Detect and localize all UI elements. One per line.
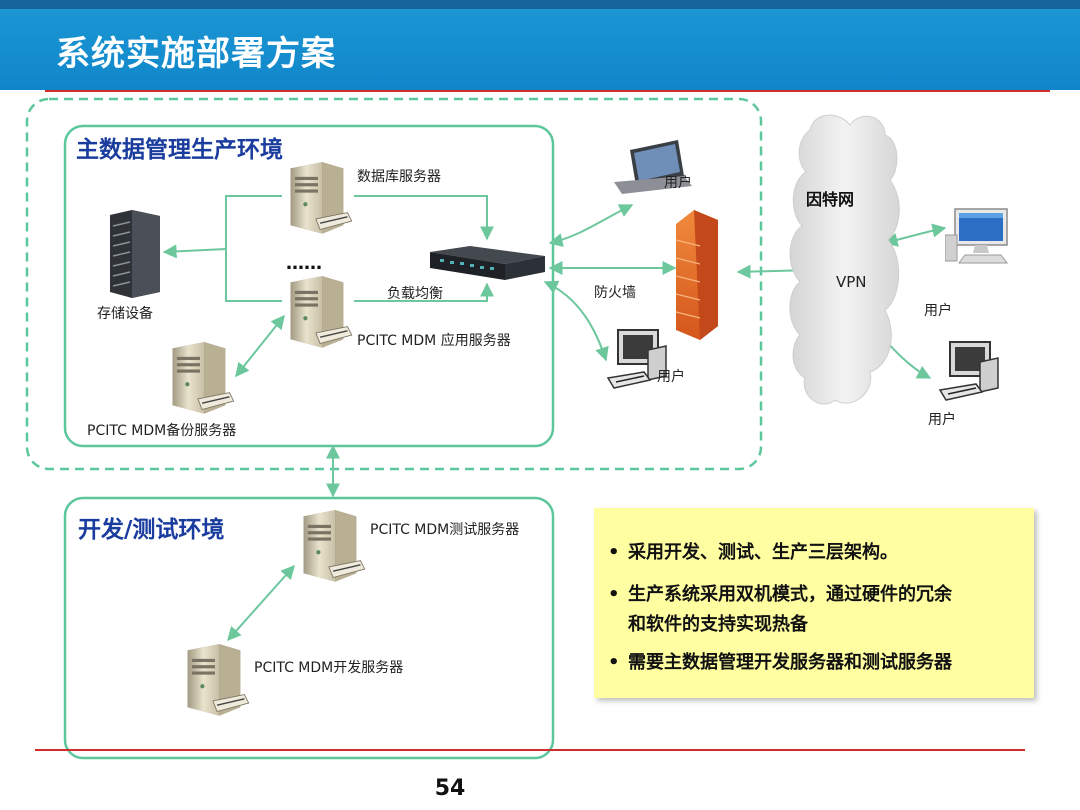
db-server-icon — [289, 161, 353, 235]
laptop-icon — [614, 140, 692, 194]
page-number: 54 — [434, 776, 466, 801]
link-lb-desktop — [543, 280, 609, 362]
key-point-3: •需要主数据管理开发服务器和测试服务器 — [608, 652, 952, 673]
production-env-title: 主数据管理生产环境 — [76, 136, 283, 163]
link-lb-laptop — [548, 204, 634, 247]
link-test-dev — [227, 564, 295, 642]
title-bar-top-stripe — [0, 0, 1080, 9]
dev-server-label: PCITC MDM开发服务器 — [254, 660, 403, 676]
page-title: 系统实施部署方案 — [56, 34, 336, 74]
backup-server-label: PCITC MDM备份服务器 — [87, 422, 236, 439]
link-db-to-lb — [354, 195, 494, 241]
db-server-label: 数据库服务器 — [357, 169, 441, 185]
laptop-user-label: 用户 — [664, 174, 692, 191]
internet-cloud-icon — [789, 114, 900, 405]
link-servers-bracket — [225, 195, 282, 302]
firewall-label: 防火墙 — [594, 285, 636, 301]
dev-test-env-title: 开发/测试环境 — [78, 516, 224, 543]
user-right-bottom-label: 用户 — [928, 411, 956, 428]
app-server-label: PCITC MDM 应用服务器 — [357, 332, 511, 349]
storage-label: 存储设备 — [97, 305, 153, 322]
server-ellipsis: …… — [286, 253, 322, 274]
link-internet-user-top — [883, 223, 947, 247]
divider-bottom — [35, 749, 1025, 751]
internet-label: 因特网 — [806, 190, 854, 209]
link-app-to-lb — [354, 282, 494, 302]
storage-rack-icon — [110, 210, 160, 298]
key-points-box: •采用开发、测试、生产三层架构。 •生产系统采用双机模式，通过硬件的冗余和软件的… — [594, 508, 1034, 698]
user-right-top-icon — [945, 208, 1008, 264]
user-right-top-label: 用户 — [924, 302, 952, 319]
backup-server-icon — [171, 341, 235, 415]
desktop-left-user-label: 用户 — [657, 368, 685, 385]
production-outer-boundary — [25, 97, 763, 471]
firewall-icon — [675, 210, 718, 340]
link-app-backup — [235, 314, 285, 378]
load-balancer-icon — [430, 246, 545, 280]
app-server-icon — [289, 275, 353, 349]
title-bar: 系统实施部署方案 — [0, 0, 1080, 90]
test-server-icon — [302, 509, 366, 583]
key-point-1: •采用开发、测试、生产三层架构。 — [608, 542, 898, 563]
user-right-bottom-icon — [939, 341, 999, 401]
vpn-label: VPN — [836, 273, 867, 291]
key-point-2: •生产系统采用双机模式，通过硬件的冗余和软件的支持实现热备 — [608, 584, 952, 635]
dev-test-env-frame — [63, 496, 555, 760]
dev-server-icon — [186, 643, 250, 717]
test-server-label: PCITC MDM测试服务器 — [370, 522, 519, 538]
load-balance-label: 负载均衡 — [387, 286, 443, 302]
connectors — [162, 195, 947, 642]
link-to-storage — [162, 244, 227, 259]
divider-top — [45, 90, 1050, 92]
